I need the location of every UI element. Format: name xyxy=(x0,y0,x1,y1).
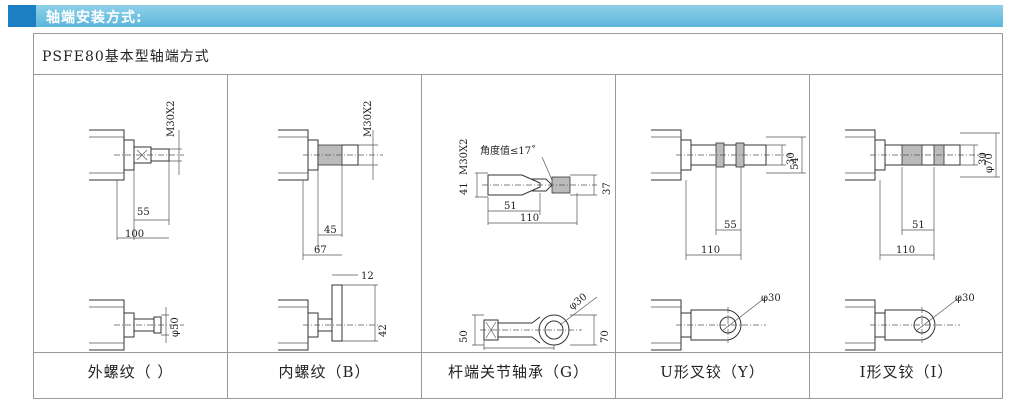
dia-label: φ50 xyxy=(170,317,181,337)
cell-u-clevis: 30 54 55 110 φ30 U形叉铰（Y） xyxy=(616,75,809,381)
dim-30: 30 xyxy=(978,152,989,165)
dim-50: 50 xyxy=(459,330,470,343)
dim-70: 70 xyxy=(600,330,611,343)
dim-30: 30 xyxy=(786,152,797,165)
caption-internal-thread: 内螺纹（B） xyxy=(278,363,371,381)
rod-end-bearing-drawing: M30X2 角度值≤17˚ 41 37 51 110 φ30 5 xyxy=(459,139,613,350)
angle-label: 角度值≤17˚ xyxy=(480,144,536,157)
dia-label: φ30 xyxy=(955,293,975,304)
dim-42: 42 xyxy=(378,324,389,337)
dim-12: 12 xyxy=(361,271,374,282)
dia-label: φ30 xyxy=(761,293,781,304)
caption-u-clevis: U形叉铰（Y） xyxy=(660,363,765,381)
section-title: 轴端安装方式: xyxy=(46,10,143,26)
cell-i-clevis: 30 φ70 51 110 φ30 I形叉铰（I） xyxy=(810,75,1003,381)
u-clevis-drawing: 30 54 55 110 φ30 xyxy=(651,129,806,351)
column-divider xyxy=(615,74,616,399)
dim-67: 67 xyxy=(314,245,327,256)
caption-rod-end-bearing: 杆端关节轴承（G） xyxy=(448,363,589,381)
cell-external-thread: M30X2 55 100 φ50 外螺纹（ ） xyxy=(34,75,227,381)
caption-i-clevis: I形叉铰（I） xyxy=(859,363,954,381)
dim-51: 51 xyxy=(504,201,517,212)
dim-110: 110 xyxy=(520,213,539,224)
dim-phi70: φ70 xyxy=(984,153,995,173)
dim-51: 51 xyxy=(912,220,925,231)
cell-internal-thread: M30X2 45 67 12 42 内螺纹（B） xyxy=(228,75,421,381)
dim-110: 110 xyxy=(701,245,720,256)
caption-divider xyxy=(34,352,1002,353)
dim-100: 100 xyxy=(125,229,144,240)
shaft-end-table: PSFE80基本型轴端方式 M30X2 55 100 xyxy=(33,33,1003,399)
header-divider xyxy=(34,74,1002,75)
header-accent-block xyxy=(8,5,36,27)
column-divider xyxy=(227,74,228,399)
thread-label: M30X2 xyxy=(459,139,470,175)
caption-external-thread: 外螺纹（ ） xyxy=(87,363,174,381)
column-divider xyxy=(809,74,810,399)
dim-110: 110 xyxy=(896,245,915,256)
dim-37: 37 xyxy=(602,182,613,195)
table-title: PSFE80基本型轴端方式 xyxy=(42,49,210,65)
thread-label: M30X2 xyxy=(363,101,374,137)
i-clevis-drawing: 30 φ70 51 110 φ30 xyxy=(845,129,1000,351)
dim-45: 45 xyxy=(324,225,337,236)
column-divider xyxy=(421,74,422,399)
dim-55: 55 xyxy=(137,207,150,218)
internal-thread-drawing: M30X2 45 67 12 42 xyxy=(278,101,389,351)
cell-rod-end-bearing: M30X2 角度值≤17˚ 41 37 51 110 φ30 5 xyxy=(422,75,615,381)
dim-55: 55 xyxy=(724,220,737,231)
dim-54: 54 xyxy=(790,157,801,170)
dim-41: 41 xyxy=(459,182,470,195)
dia-label: φ30 xyxy=(567,292,589,313)
thread-label: M30X2 xyxy=(166,101,177,137)
external-thread-drawing: M30X2 55 100 φ50 xyxy=(89,101,184,351)
section-header: 轴端安装方式: xyxy=(8,5,1003,27)
